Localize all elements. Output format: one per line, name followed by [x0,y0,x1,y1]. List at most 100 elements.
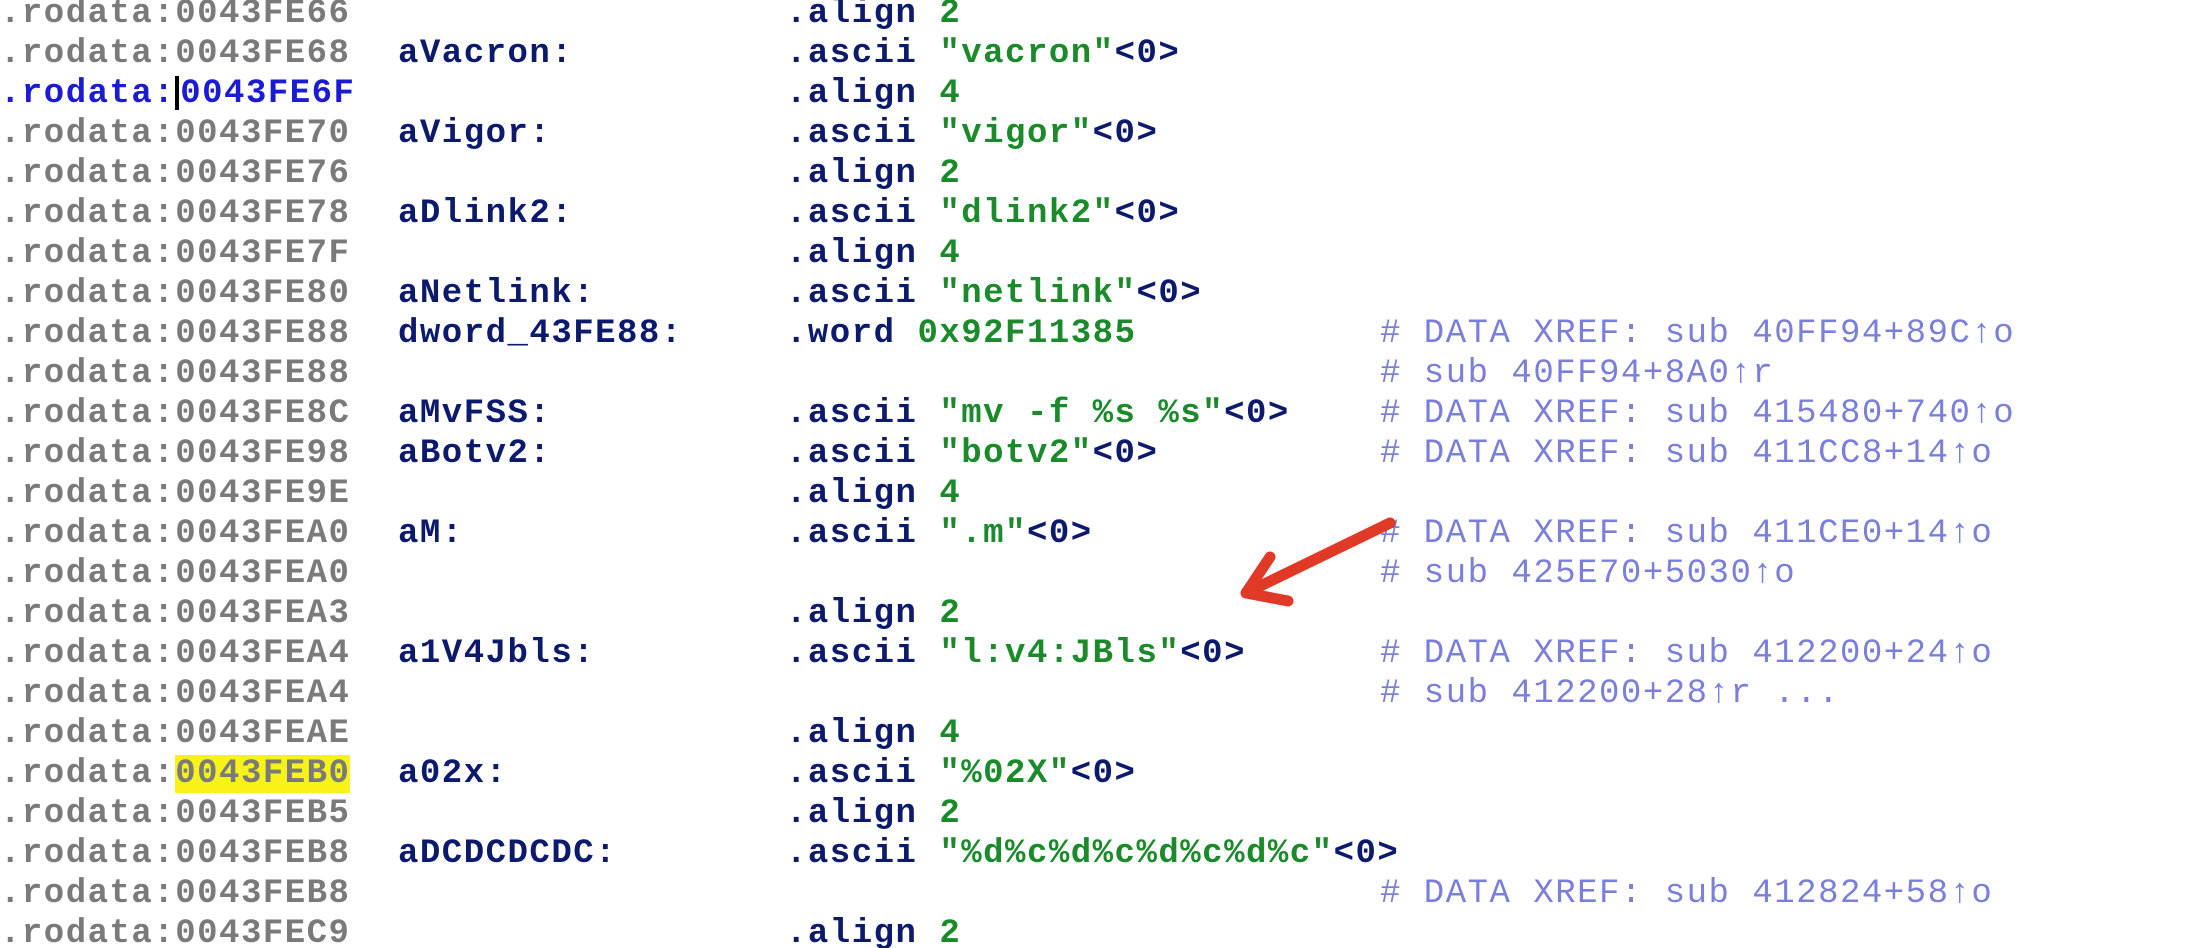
address-offset[interactable]: 0043FEB8 [175,875,351,913]
operand[interactable]: "mv -f %s %s" [939,395,1225,433]
address[interactable]: .rodata:0043FE7F [0,234,350,274]
listing-row[interactable]: .rodata:0043FE88 # sub 40FF94+8A0↑r [0,354,2192,394]
listing-row[interactable]: .rodata:0043FE7F.align 4 [0,234,2192,274]
listing-row[interactable]: .rodata:0043FEB8 # DATA XREF: sub 412824+… [0,874,2192,914]
address-offset[interactable]: 0043FE78 [175,195,351,233]
address[interactable]: .rodata:0043FE66 [0,0,350,34]
symbol-label[interactable]: aBotv2: [398,435,552,473]
address-offset[interactable]: 0043FE98 [175,435,351,473]
operand[interactable]: 2 [939,595,962,633]
operand[interactable]: "%d%c%d%c%d%c%d%c" [939,835,1334,873]
symbol-label[interactable]: dword_43FE88: [398,315,683,353]
address[interactable]: .rodata:0043FEC9 [0,914,350,948]
address-offset[interactable]: 0043FEA0 [175,555,351,593]
listing-row[interactable]: .rodata:0043FEA3.align 2 [0,594,2192,634]
symbol-label[interactable]: aDlink2: [398,195,574,233]
xref-comment[interactable]: # DATA XREF: sub 411CE0+14↑o [1380,515,1994,553]
operand[interactable]: 4 [939,715,962,753]
address[interactable]: .rodata:0043FE70 [0,114,350,154]
operand[interactable]: 4 [939,475,962,513]
address[interactable]: .rodata:0043FEA0 [0,514,350,554]
operand[interactable]: "vacron" [939,35,1115,73]
operand[interactable]: "vigor" [939,115,1093,153]
xref-comment[interactable]: # DATA XREF: sub 412200+24↑o [1380,635,1994,673]
address-offset[interactable]: 0043FE9E [175,475,351,513]
address-offset[interactable]: 0043FEC9 [175,915,351,948]
xref-comment[interactable]: # DATA XREF: sub 412824+58↑o [1380,875,1994,913]
address[interactable]: .rodata:0043FEB5 [0,794,350,834]
address[interactable]: .rodata:0043FEA3 [0,594,350,634]
address[interactable]: .rodata:0043FE88 [0,354,350,394]
operand[interactable]: "netlink" [939,275,1137,313]
address[interactable]: .rodata:0043FE6F [0,74,355,114]
address-offset[interactable]: 0043FEA0 [175,515,351,553]
address-offset[interactable]: 0043FE68 [175,35,351,73]
xref-comment[interactable]: # DATA XREF: sub 411CC8+14↑o [1380,435,1994,473]
operand[interactable]: "l:v4:JBls" [939,635,1181,673]
address[interactable]: .rodata:0043FE98 [0,434,350,474]
address[interactable]: .rodata:0043FE68 [0,34,350,74]
listing-row[interactable]: .rodata:0043FEB5.align 2 [0,794,2192,834]
symbol-label[interactable]: aDCDCDCDC: [398,835,618,873]
address-offset[interactable]: 0043FE8C [175,395,351,433]
address[interactable]: .rodata:0043FEA4 [0,674,350,714]
operand[interactable]: "botv2" [939,435,1093,473]
operand[interactable]: 2 [939,795,962,833]
address[interactable]: .rodata:0043FE8C [0,394,350,434]
symbol-label[interactable]: aVigor: [398,115,552,153]
address[interactable]: .rodata:0043FE80 [0,274,350,314]
address-offset[interactable]: 0043FEB5 [175,795,351,833]
address-offset[interactable]: 0043FE70 [175,115,351,153]
operand[interactable]: 2 [939,0,962,33]
listing-row[interactable]: .rodata:0043FEA0# sub 425E70+5030↑o [0,554,2192,594]
operand[interactable]: 0x92F11385 [917,315,1137,353]
address-offset[interactable]: 0043FE6F [180,75,356,113]
operand[interactable]: "dlink2" [939,195,1115,233]
address-offset[interactable]: 0043FEAE [175,715,351,753]
address[interactable]: .rodata:0043FEB8 [0,834,350,874]
symbol-label[interactable]: a1V4Jbls: [398,635,596,673]
listing-row[interactable]: .rodata:0043FEC9.align 2 [0,914,2192,948]
address[interactable]: .rodata:0043FEB8 [0,874,350,914]
address[interactable]: .rodata:0043FE76 [0,154,350,194]
address-offset[interactable]: 0043FEB8 [175,835,351,873]
address[interactable]: .rodata:0043FE78 [0,194,350,234]
symbol-label[interactable]: aVacron: [398,35,574,73]
symbol-label[interactable]: a02x: [398,755,508,793]
address-offset[interactable]: 0043FE66 [175,0,351,33]
address-offset[interactable]: 0043FEA4 [175,675,351,713]
xref-comment[interactable]: # DATA XREF: sub 40FF94+89C↑o [1380,315,2016,353]
address-offset[interactable]: 0043FE88 [175,315,351,353]
symbol-label[interactable]: aM: [398,515,464,553]
listing-row[interactable]: .rodata:0043FE66.align 2 [0,0,2192,34]
address[interactable]: .rodata:0043FE9E [0,474,350,514]
address[interactable]: .rodata:0043FEAE [0,714,350,754]
xref-comment[interactable]: # sub 412200+28↑r ... [1380,675,1840,713]
address-offset[interactable]: 0043FE76 [175,155,351,193]
symbol-label[interactable]: aMvFSS: [398,395,552,433]
address-offset[interactable]: 0043FE88 [175,355,351,393]
operand[interactable]: "%02X" [939,755,1071,793]
operand[interactable]: 4 [939,75,962,113]
address-offset[interactable]: 0043FEA4 [175,635,351,673]
listing-row[interactable]: .rodata:0043FE76.align 2 [0,154,2192,194]
address-offset[interactable]: 0043FE7F [175,235,351,273]
address-offset[interactable]: 0043FEA3 [175,595,351,633]
listing-row[interactable]: .rodata:0043FE6F.align 4 [0,74,2192,114]
xref-comment[interactable]: # DATA XREF: sub 415480+740↑o [1380,395,2016,433]
operand[interactable]: 2 [939,915,962,948]
listing-row[interactable]: .rodata:0043FE9E.align 4 [0,474,2192,514]
address[interactable]: .rodata:0043FEA4 [0,634,350,674]
listing-row[interactable]: .rodata:0043FEA4 # sub 412200+28↑r ... [0,674,2192,714]
xref-comment[interactable]: # sub 40FF94+8A0↑r [1380,355,1775,393]
symbol-label[interactable]: aNetlink: [398,275,596,313]
